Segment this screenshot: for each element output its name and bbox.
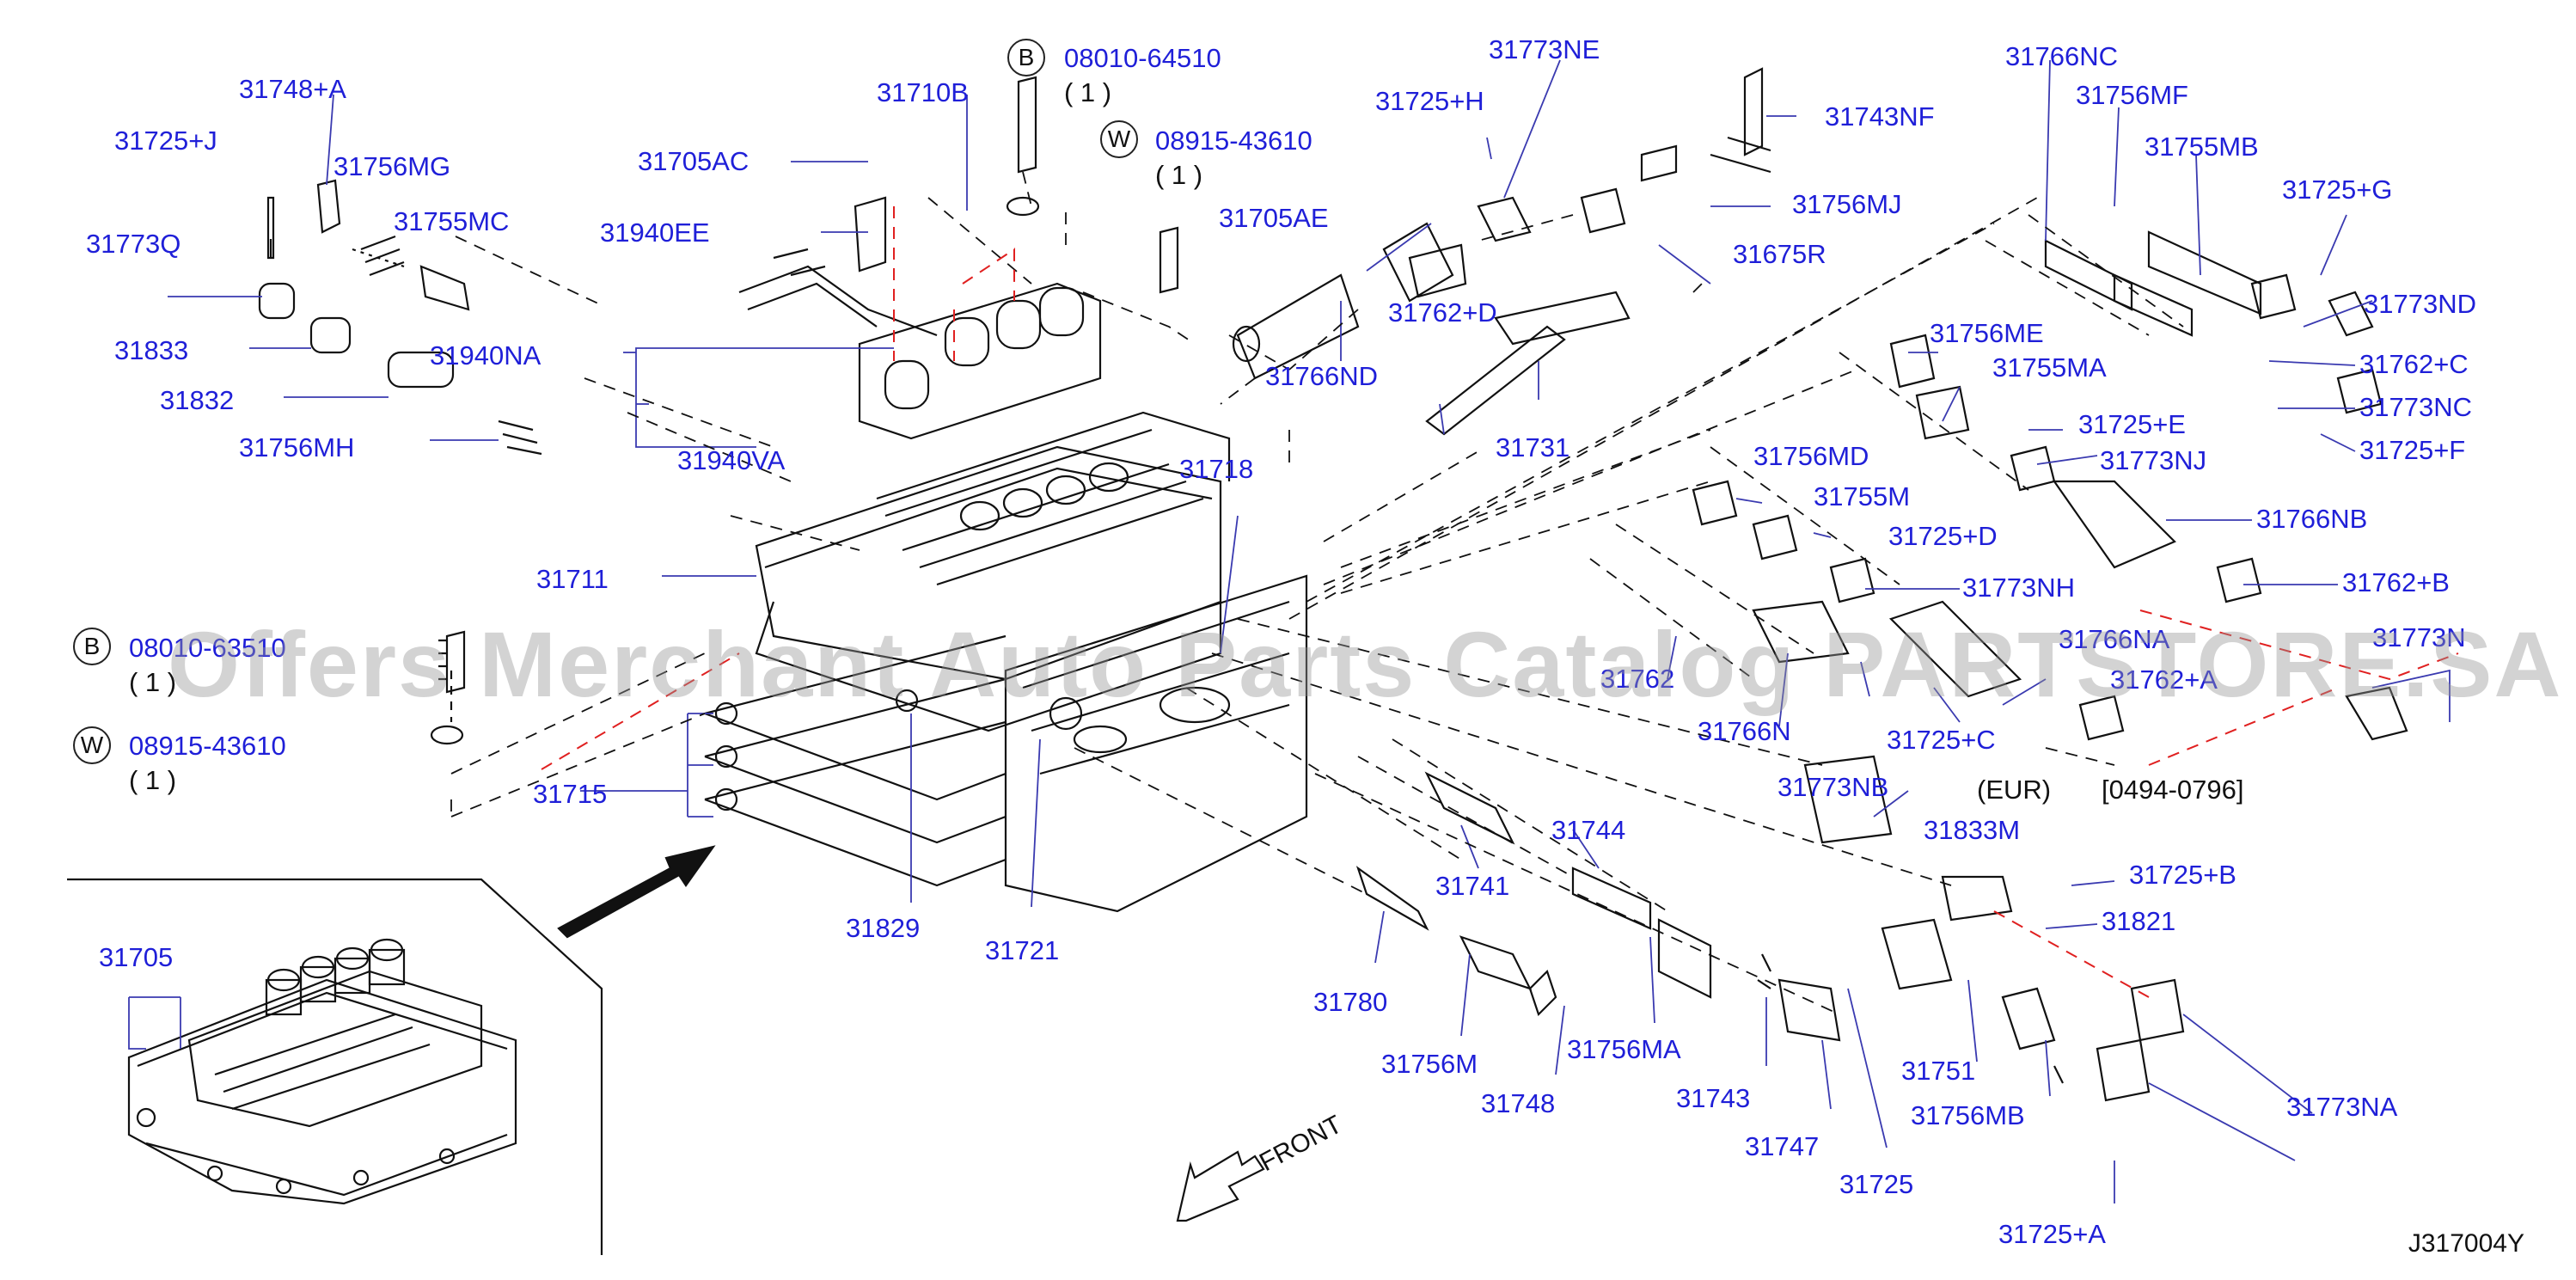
part-label-31829[interactable]: 31829 bbox=[846, 913, 921, 943]
part-label-31766nc[interactable]: 31766NC bbox=[2005, 41, 2118, 71]
part-label-31748-a[interactable]: 31748+A bbox=[239, 74, 346, 104]
part-label-31711[interactable]: 31711 bbox=[536, 564, 609, 594]
part-label-31705ac[interactable]: 31705AC bbox=[638, 146, 750, 176]
part-label-31766n[interactable]: 31766N bbox=[1698, 716, 1791, 746]
callout-qty-w-top: ( 1 ) bbox=[1155, 160, 1203, 190]
part-label-31821[interactable]: 31821 bbox=[2102, 906, 2176, 936]
inset-valve-body bbox=[127, 938, 517, 1205]
part-label-31756mj[interactable]: 31756MJ bbox=[1792, 189, 1902, 219]
part-label-31755mb[interactable]: 31755MB bbox=[2145, 132, 2259, 162]
part-label-31725-j[interactable]: 31725+J bbox=[114, 126, 217, 156]
part-label-31725-a[interactable]: 31725+A bbox=[1998, 1219, 2106, 1249]
callout-qty-b-left: ( 1 ) bbox=[129, 667, 177, 697]
part-label-31743nf[interactable]: 31743NF bbox=[1825, 101, 1935, 132]
part-label-31762-b[interactable]: 31762+B bbox=[2342, 567, 2450, 597]
part-label-31773nc[interactable]: 31773NC bbox=[2359, 392, 2472, 422]
part-label-31766nd[interactable]: 31766ND bbox=[1265, 361, 1378, 391]
callout-code-b-top[interactable]: 08010-64510 bbox=[1064, 43, 1221, 73]
part-label-31940ee[interactable]: 31940EE bbox=[600, 217, 710, 248]
part-label-31725-f[interactable]: 31725+F bbox=[2359, 435, 2466, 465]
main-valve-body bbox=[704, 196, 1308, 913]
part-label-31675r[interactable]: 31675R bbox=[1733, 239, 1826, 269]
diagram-code: J317004Y bbox=[2408, 1229, 2524, 1258]
part-label-31780[interactable]: 31780 bbox=[1313, 987, 1388, 1017]
part-label-31755mc[interactable]: 31755MC bbox=[394, 206, 510, 236]
part-label-31756md[interactable]: 31756MD bbox=[1753, 441, 1869, 471]
red-dashed-lines bbox=[541, 206, 2459, 998]
part-label-31773nj[interactable]: 31773NJ bbox=[2100, 445, 2207, 475]
part-label-31773nd[interactable]: 31773ND bbox=[2364, 289, 2476, 319]
part-label-31748[interactable]: 31748 bbox=[1481, 1088, 1556, 1118]
part-label-31725-b[interactable]: 31725+B bbox=[2129, 860, 2236, 890]
part-label-31766na[interactable]: 31766NA bbox=[2059, 624, 2170, 654]
date-range-note: [0494-0796] bbox=[2102, 775, 2244, 805]
part-label-31773nh[interactable]: 31773NH bbox=[1962, 573, 2075, 603]
part-label-31715[interactable]: 31715 bbox=[533, 779, 608, 809]
part-label-31756m[interactable]: 31756M bbox=[1381, 1049, 1478, 1079]
part-label-31762-d[interactable]: 31762+D bbox=[1388, 297, 1497, 328]
part-label-31741[interactable]: 31741 bbox=[1435, 871, 1510, 901]
inset-frame bbox=[67, 878, 603, 1255]
part-label-31940na[interactable]: 31940NA bbox=[430, 340, 542, 371]
part-label-31833m[interactable]: 31833M bbox=[1924, 815, 2021, 845]
part-label-31773na[interactable]: 31773NA bbox=[2286, 1092, 2398, 1122]
part-label-31725-c[interactable]: 31725+C bbox=[1887, 725, 1996, 755]
callout-qty-b-top: ( 1 ) bbox=[1064, 77, 1112, 107]
part-label-31718[interactable]: 31718 bbox=[1179, 454, 1254, 484]
part-label-31756mb[interactable]: 31756MB bbox=[1911, 1100, 2025, 1130]
part-label-31725-e[interactable]: 31725+E bbox=[2078, 409, 2186, 439]
part-label-31755m[interactable]: 31755M bbox=[1814, 481, 1911, 511]
part-label-31731[interactable]: 31731 bbox=[1496, 432, 1570, 462]
part-label-31766nb[interactable]: 31766NB bbox=[2256, 504, 2368, 534]
part-label-31743[interactable]: 31743 bbox=[1676, 1083, 1751, 1113]
part-label-31762-c[interactable]: 31762+C bbox=[2359, 349, 2469, 379]
part-label-31751[interactable]: 31751 bbox=[1901, 1056, 1976, 1086]
part-label-31725-d[interactable]: 31725+D bbox=[1888, 521, 1998, 551]
part-label-31721[interactable]: 31721 bbox=[985, 935, 1060, 965]
callout-letter-b-top: B bbox=[1007, 39, 1045, 77]
dashed-guide-lines bbox=[450, 171, 2184, 1015]
callout-qty-w-left: ( 1 ) bbox=[129, 765, 177, 795]
callout-letter-b-left: B bbox=[73, 628, 111, 665]
part-label-31756mf[interactable]: 31756MF bbox=[2076, 80, 2188, 110]
part-label-31755ma[interactable]: 31755MA bbox=[1992, 352, 2107, 383]
part-label-31705[interactable]: 31705 bbox=[99, 942, 174, 972]
direction-arrow bbox=[557, 845, 716, 939]
callout-letter-w-top: W bbox=[1100, 120, 1138, 158]
part-label-31756mh[interactable]: 31756MH bbox=[239, 432, 355, 462]
part-label-31756me[interactable]: 31756ME bbox=[1930, 318, 2044, 348]
part-label-31725-h[interactable]: 31725+H bbox=[1375, 86, 1484, 116]
part-label-31725[interactable]: 31725 bbox=[1839, 1169, 1914, 1199]
callout-letter-w-left: W bbox=[73, 726, 111, 764]
part-label-31773ne[interactable]: 31773NE bbox=[1489, 34, 1600, 64]
part-label-31710b[interactable]: 31710B bbox=[877, 77, 969, 107]
part-label-31747[interactable]: 31747 bbox=[1745, 1131, 1820, 1161]
part-label-31705ae[interactable]: 31705AE bbox=[1219, 203, 1329, 233]
part-label-31756ma[interactable]: 31756MA bbox=[1567, 1034, 1681, 1064]
part-label-31756mg[interactable]: 31756MG bbox=[333, 151, 451, 181]
part-label-31832[interactable]: 31832 bbox=[160, 385, 235, 415]
front-arrow bbox=[1176, 1150, 1265, 1222]
leader-lines bbox=[128, 59, 2451, 1203]
part-label-31773q[interactable]: 31773Q bbox=[86, 229, 181, 259]
part-label-31762[interactable]: 31762 bbox=[1600, 664, 1675, 694]
eur-note: (EUR) bbox=[1977, 775, 2052, 805]
callout-code-w-left[interactable]: 08915-43610 bbox=[129, 731, 286, 761]
part-label-31773nb[interactable]: 31773NB bbox=[1778, 772, 1889, 802]
left-bolt-drawing bbox=[430, 76, 1179, 745]
part-label-31762-a[interactable]: 31762+A bbox=[2110, 664, 2218, 695]
callout-code-b-left[interactable]: 08010-63510 bbox=[129, 633, 286, 663]
part-label-31940va[interactable]: 31940VA bbox=[677, 445, 786, 475]
loose-components bbox=[258, 67, 2408, 1102]
part-label-31833[interactable]: 31833 bbox=[114, 335, 189, 365]
part-label-31744[interactable]: 31744 bbox=[1551, 815, 1626, 845]
part-label-31725-g[interactable]: 31725+G bbox=[2282, 175, 2393, 205]
part-label-31773n-top[interactable]: 31773N bbox=[2372, 622, 2466, 652]
callout-code-w-top[interactable]: 08915-43610 bbox=[1155, 126, 1312, 156]
